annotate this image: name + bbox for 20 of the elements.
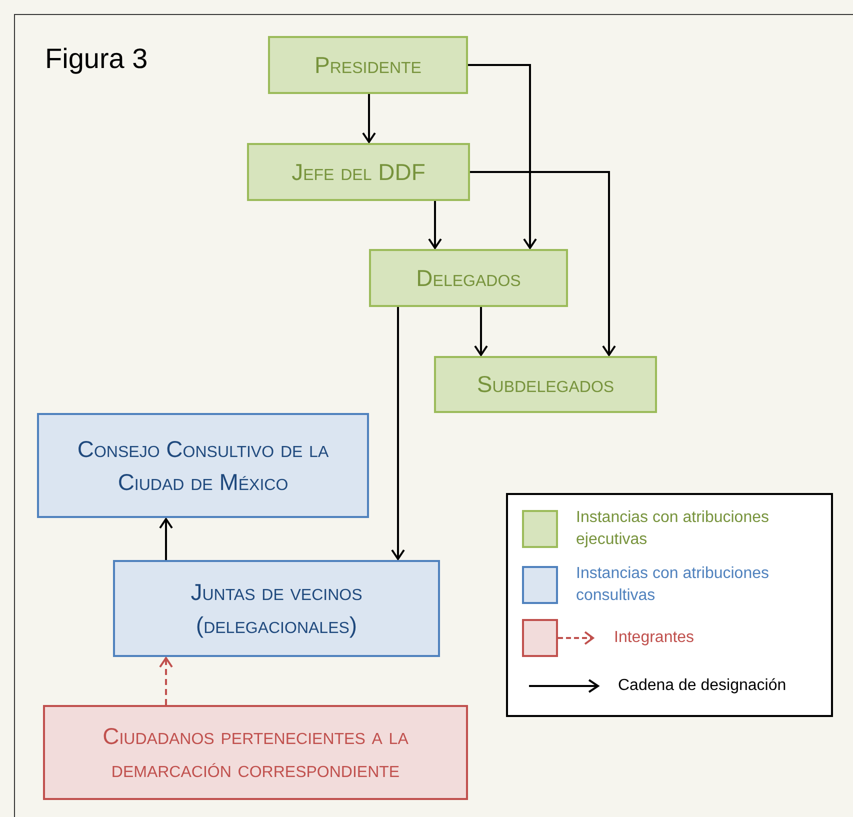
- legend-label: Instancias con atribuciones ejecutivas: [576, 508, 770, 550]
- arrow: [470, 171, 616, 356]
- process-box: Ciudadanos pertenecientes a la demarcación correspondiente: [43, 705, 468, 800]
- legend-label: Cadena de designación: [618, 676, 788, 696]
- process-box: Delegados: [369, 249, 568, 307]
- process-box: Subdelegados: [434, 356, 657, 413]
- arrow: [362, 94, 376, 143]
- figure-title: Figura 3: [45, 42, 148, 76]
- process-box: Consejo Consultivo de la Ciudad de México: [37, 413, 369, 518]
- process-box: Jefe del DDF: [247, 143, 470, 201]
- arrow: [468, 64, 537, 249]
- arrow: [391, 307, 405, 560]
- arrow: [474, 307, 488, 356]
- process-box: Juntas de vecinos (delegacionales): [113, 560, 440, 657]
- legend-label: Instancias con atribuciones consultivas: [576, 564, 770, 606]
- arrow: [159, 518, 173, 560]
- legend-label: Integrantes: [614, 628, 696, 648]
- process-box: Presidente: [268, 36, 468, 94]
- arrow: [428, 201, 442, 249]
- arrow: [159, 657, 173, 705]
